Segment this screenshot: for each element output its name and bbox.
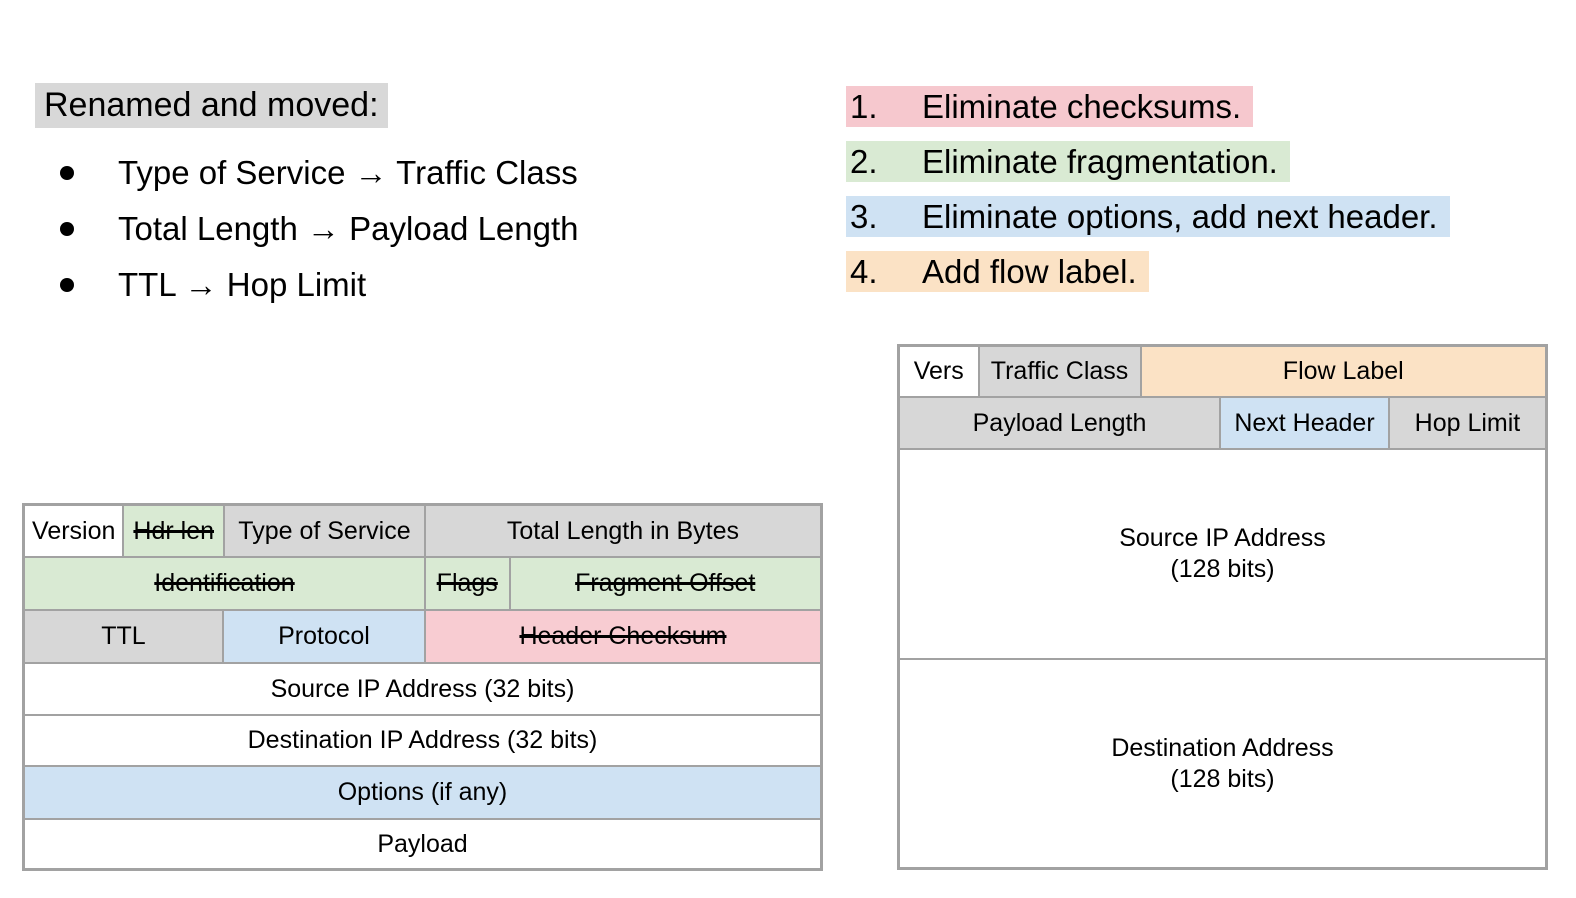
table-row: Vers Traffic Class Flow Label: [899, 346, 1546, 397]
ipv4-cell-identification: Identification: [24, 557, 425, 610]
change-item-eliminate-options: 3. Eliminate options, add next header.: [846, 196, 1450, 237]
table-row: Destination IP Address (32 bits): [24, 715, 821, 766]
ipv4-cell-total-length: Total Length in Bytes: [424, 505, 821, 557]
change-text: Add flow label.: [922, 252, 1137, 290]
ipv4-cell-options-label: Options (if any): [337, 778, 508, 806]
ipv4-cell-type-of-service: Type of Service: [223, 505, 425, 557]
change-item-eliminate-fragmentation: 2. Eliminate fragmentation.: [846, 141, 1290, 182]
change-text: Eliminate fragmentation.: [922, 142, 1278, 180]
ipv4-cell-payload-label: Payload: [377, 829, 468, 858]
ipv4-cell-hdr-len-label: Hdr len: [133, 516, 214, 545]
ipv6-cell-payload-length-label: Payload Length: [972, 408, 1147, 437]
ipv6-cell-traffic-class: Traffic Class: [978, 346, 1141, 397]
ipv6-cell-destination: Destination Address (128 bits): [899, 659, 1546, 868]
ipv6-cell-vers: Vers: [899, 346, 979, 397]
ipv4-cell-identification-label: Identification: [154, 569, 295, 597]
ipv4-cell-total-length-label: Total Length in Bytes: [506, 516, 739, 545]
ipv4-cell-ttl: TTL: [24, 610, 223, 663]
ipv6-cell-flow-label: Flow Label: [1140, 346, 1546, 397]
ipv4-cell-source-ip-label: Source IP Address (32 bits): [270, 674, 575, 703]
table-row: Destination Address (128 bits): [899, 659, 1546, 868]
ipv4-cell-flags-label: Flags: [436, 569, 498, 597]
ipv4-cell-header-checksum-label: Header Checksum: [519, 622, 727, 650]
ipv6-cell-vers-label: Vers: [913, 357, 964, 385]
ipv6-cell-hop-limit-label: Hop Limit: [1414, 408, 1521, 437]
bullet-item: Total Length → Payload Length: [60, 208, 579, 250]
ipv4-cell-flags: Flags: [424, 557, 510, 610]
ipv4-cell-destination-ip-label: Destination IP Address (32 bits): [247, 726, 598, 754]
renamed-bullet-list: Type of Service → Traffic Class Total Le…: [60, 152, 579, 320]
renamed-section-title: Renamed and moved:: [35, 83, 388, 128]
table-row: Identification Flags Fragment Offset: [24, 557, 821, 610]
bullet-dot-icon: [60, 278, 74, 292]
change-number: 3.: [850, 197, 878, 235]
change-number: 4.: [850, 252, 878, 290]
ipv4-cell-version: Version: [24, 505, 124, 557]
ipv4-cell-fragment-offset-label: Fragment Offset: [575, 569, 756, 597]
bullet-item: TTL → Hop Limit: [60, 264, 579, 306]
ipv4-cell-protocol: Protocol: [223, 610, 425, 663]
ipv6-cell-source-ip-label: Source IP Address (128 bits): [1119, 524, 1326, 583]
table-row: TTL Protocol Header Checksum: [24, 610, 821, 663]
table-row: Version Hdr len Type of Service Total Lengt…: [24, 505, 821, 557]
bullet-text: Total Length → Payload Length: [118, 210, 579, 247]
change-item-add-flow-label: 4. Add flow label.: [846, 251, 1149, 292]
ipv6-cell-source-ip: Source IP Address (128 bits): [899, 449, 1546, 659]
ipv4-cell-protocol-label: Protocol: [278, 622, 370, 650]
ipv6-cell-next-header: Next Header: [1220, 397, 1389, 449]
ipv6-cell-traffic-class-label: Traffic Class: [990, 357, 1129, 385]
bullet-text: Type of Service → Traffic Class: [118, 154, 578, 191]
ipv4-cell-payload: Payload: [24, 819, 821, 869]
ipv4-cell-hdr-len: Hdr len: [123, 505, 224, 557]
changes-list: 1. Eliminate checksums. 2. Eliminate fra…: [846, 86, 1450, 306]
bullet-item: Type of Service → Traffic Class: [60, 152, 579, 194]
table-row: Source IP Address (128 bits): [899, 449, 1546, 659]
change-text: Eliminate checksums.: [922, 87, 1242, 125]
table-row: Payload: [24, 819, 821, 869]
ipv6-cell-next-header-label: Next Header: [1234, 408, 1375, 437]
table-row: Source IP Address (32 bits): [24, 663, 821, 715]
bullet-dot-icon: [60, 166, 74, 180]
ipv6-cell-hop-limit: Hop Limit: [1388, 397, 1546, 449]
ipv4-cell-source-ip: Source IP Address (32 bits): [24, 663, 821, 715]
ipv4-cell-destination-ip: Destination IP Address (32 bits): [24, 715, 821, 766]
ipv4-cell-type-of-service-label: Type of Service: [238, 516, 411, 545]
ipv4-cell-options: Options (if any): [24, 766, 821, 819]
ipv6-cell-destination-label: Destination Address (128 bits): [1111, 733, 1334, 793]
change-number: 2.: [850, 142, 878, 180]
ipv4-cell-fragment-offset: Fragment Offset: [509, 557, 821, 610]
ipv4-cell-header-checksum: Header Checksum: [424, 610, 821, 663]
change-number: 1.: [850, 87, 878, 125]
ipv4-cell-version-label: Version: [32, 516, 116, 545]
change-item-eliminate-checksums: 1. Eliminate checksums.: [846, 86, 1254, 127]
change-text: Eliminate options, add next header.: [922, 197, 1438, 235]
ipv6-cell-flow-label-label: Flow Label: [1282, 357, 1404, 385]
bullet-text: TTL → Hop Limit: [118, 266, 367, 303]
bullet-dot-icon: [60, 222, 74, 236]
ipv4-header-table: Version Hdr len Type of Service Total Lengt…: [22, 503, 823, 871]
ipv4-cell-ttl-label: TTL: [101, 622, 146, 650]
ipv6-cell-payload-length: Payload Length: [899, 397, 1221, 449]
table-row: Payload Length Next Header Hop Limit: [899, 397, 1546, 449]
table-row: Options (if any): [24, 766, 821, 819]
